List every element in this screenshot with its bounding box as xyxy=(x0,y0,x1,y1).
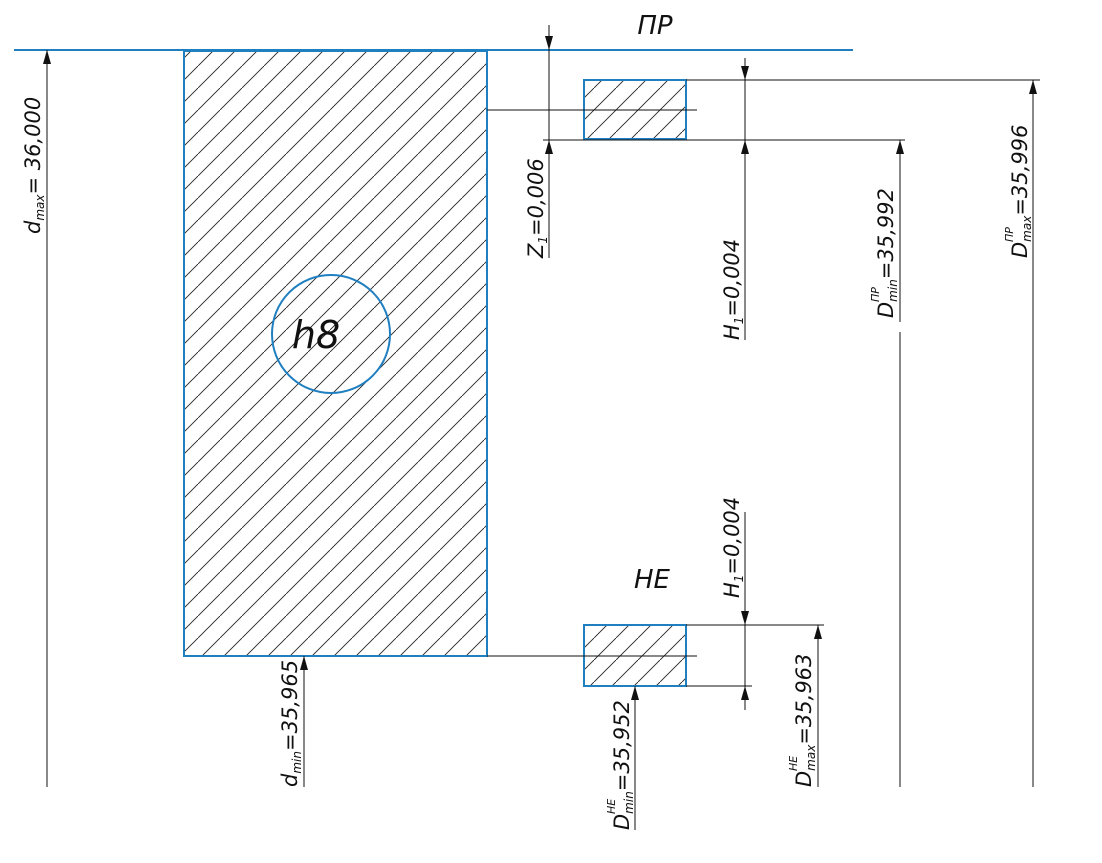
pr-max-sup: ПР xyxy=(1003,227,1016,242)
extension-lines xyxy=(487,79,1040,687)
z1-label: Z1=0,006 xyxy=(524,158,550,259)
arrow-icon xyxy=(896,140,904,154)
dmax-label: dmax= 36,000 xyxy=(21,97,47,234)
dimension-lines xyxy=(43,25,1037,830)
pr-max-label: Dmax=35,996 xyxy=(1008,125,1034,258)
nogo-gauge-label: НЕ xyxy=(634,565,671,595)
arrow-icon xyxy=(741,686,749,700)
arrow-icon xyxy=(741,140,749,154)
ne-max-sup: НЕ xyxy=(787,756,800,771)
arrow-icon xyxy=(631,686,639,700)
arrow-icon xyxy=(741,66,749,80)
ne-min-label: Dmin=35,952 xyxy=(610,700,636,830)
shaft-tolerance-field: h8 xyxy=(183,50,488,657)
pr-min-sup: ПР xyxy=(869,287,882,302)
dmin-label: dmin=35,965 xyxy=(278,660,304,787)
arrow-icon xyxy=(545,140,553,154)
dimension-labels: dmax= 36,000 dmin=35,965 Z1=0,006 H1=0,0… xyxy=(21,97,1034,830)
arrow-icon xyxy=(1029,80,1037,94)
ne-min-sup: НЕ xyxy=(605,799,618,814)
field-circle xyxy=(271,274,391,394)
arrow-icon xyxy=(814,625,822,639)
arrow-icon xyxy=(300,656,308,670)
h1-top-label: H1=0,004 xyxy=(720,239,746,340)
arrow-icon xyxy=(43,50,51,64)
ne-max-label: Dmax=35,963 xyxy=(792,654,818,787)
h1-bottom-label: H1=0,004 xyxy=(720,497,746,598)
arrow-icon xyxy=(741,611,749,625)
arrow-icon xyxy=(545,36,553,50)
field-label: h8 xyxy=(292,313,340,357)
pr-min-label: Dmin=35,992 xyxy=(874,188,900,318)
go-gauge-label: ПР xyxy=(637,11,673,41)
nogo-gauge-field: НЕ xyxy=(583,565,687,687)
go-gauge-field: ПР xyxy=(583,11,687,140)
